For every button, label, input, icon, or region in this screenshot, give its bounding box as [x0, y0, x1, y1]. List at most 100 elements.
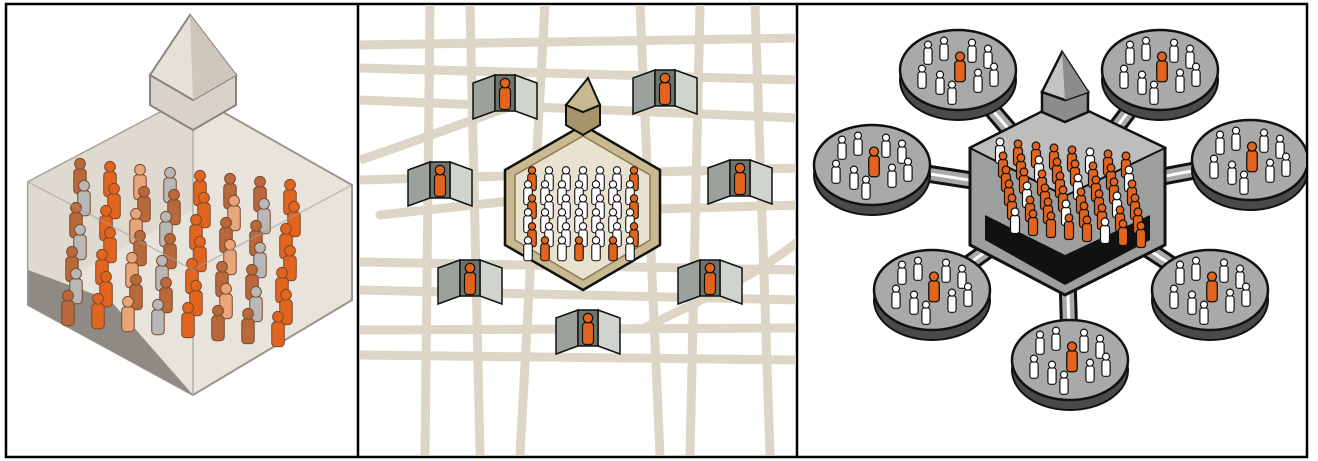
booth-icon [632, 68, 698, 116]
person-icon [909, 290, 919, 315]
network-hub [967, 49, 1168, 297]
person-icon [989, 62, 999, 87]
person-icon [1045, 211, 1057, 239]
person-icon [881, 133, 891, 158]
person-icon [1191, 256, 1201, 281]
person-icon [121, 295, 135, 333]
person-icon [928, 271, 940, 303]
person-icon [1265, 158, 1275, 183]
person-icon [1215, 130, 1225, 155]
person-icon [1259, 128, 1269, 153]
person-icon [973, 68, 983, 93]
booth-icon [472, 73, 538, 121]
person-icon [103, 226, 117, 264]
person-icon [463, 262, 477, 296]
satellite-platform-icon [898, 28, 1018, 121]
person-icon [1235, 264, 1245, 289]
person-icon [887, 163, 897, 188]
person-icon [1095, 334, 1105, 359]
person-icon [181, 301, 195, 339]
person-icon [540, 236, 550, 262]
person-icon [591, 208, 601, 234]
person-icon [1231, 126, 1241, 151]
person-icon [581, 312, 595, 346]
person-icon [941, 258, 951, 283]
person-icon [1135, 221, 1147, 249]
booth-icon [707, 158, 773, 206]
person-icon [591, 236, 601, 262]
person-icon [954, 51, 966, 83]
person-icon [913, 256, 923, 281]
steeple-icon [148, 13, 238, 132]
person-icon [917, 64, 927, 89]
person-icon [1246, 141, 1258, 173]
person-icon [1101, 352, 1111, 377]
person-icon [1009, 207, 1021, 235]
person-icon [1066, 341, 1078, 373]
person-icon [1169, 38, 1179, 63]
satellite-platform-icon [1150, 248, 1270, 341]
person-icon [853, 131, 863, 156]
person-icon [1119, 64, 1129, 89]
person-icon [1191, 62, 1201, 87]
person-icon [891, 284, 901, 309]
satellite-platform-icon [812, 123, 932, 216]
panel-hub-satellites [360, 5, 796, 455]
person-icon [1063, 213, 1075, 241]
person-icon [831, 159, 841, 184]
booth-icon [407, 160, 473, 208]
person-icon [1141, 36, 1151, 61]
person-icon [897, 139, 907, 164]
satellite-platform-icon [1100, 28, 1220, 121]
satellite-platforms [812, 28, 1306, 411]
booth-icon [555, 308, 621, 356]
person-icon [1219, 258, 1229, 283]
person-icon [897, 260, 907, 285]
person-icon [1199, 300, 1209, 325]
person-icon [935, 70, 945, 95]
person-icon [629, 194, 639, 220]
panel-single-church [27, 13, 353, 397]
person-icon [1175, 68, 1185, 93]
person-icon [868, 146, 880, 178]
person-icon [523, 236, 533, 262]
person-icon [1079, 328, 1089, 353]
person-icon [1137, 70, 1147, 95]
person-icon [1099, 217, 1111, 245]
person-icon [1047, 360, 1057, 385]
person-icon [837, 135, 847, 160]
hub-crowd [523, 166, 639, 262]
person-icon [947, 288, 957, 313]
person-icon [1275, 134, 1285, 159]
person-icon [1027, 209, 1039, 237]
outer-frame [4, 2, 1309, 459]
person-icon [433, 164, 447, 198]
person-icon [1209, 154, 1219, 179]
person-icon [271, 310, 285, 348]
satellite-booths [407, 68, 773, 356]
person-icon [1169, 284, 1179, 309]
satellite-platform-icon [872, 248, 992, 341]
hub-church [503, 76, 662, 292]
person-icon [498, 77, 512, 111]
hub-crowd [994, 137, 1147, 249]
person-icon [1281, 152, 1291, 177]
person-icon [608, 236, 618, 262]
booth-icon [437, 258, 503, 306]
person-icon [903, 157, 913, 182]
satellite-platform-icon [1010, 318, 1130, 411]
person-icon [1051, 326, 1061, 351]
congregation-crowd [61, 157, 301, 348]
person-icon [1175, 260, 1185, 285]
person-icon [1059, 370, 1069, 395]
person-icon [1185, 44, 1195, 69]
person-icon [1225, 288, 1235, 313]
steeple-icon [1040, 49, 1090, 124]
person-icon [1241, 282, 1251, 307]
person-icon [923, 40, 933, 65]
satellite-platform-icon [1190, 118, 1306, 211]
steeple-icon [564, 76, 602, 137]
person-icon [1125, 40, 1135, 65]
